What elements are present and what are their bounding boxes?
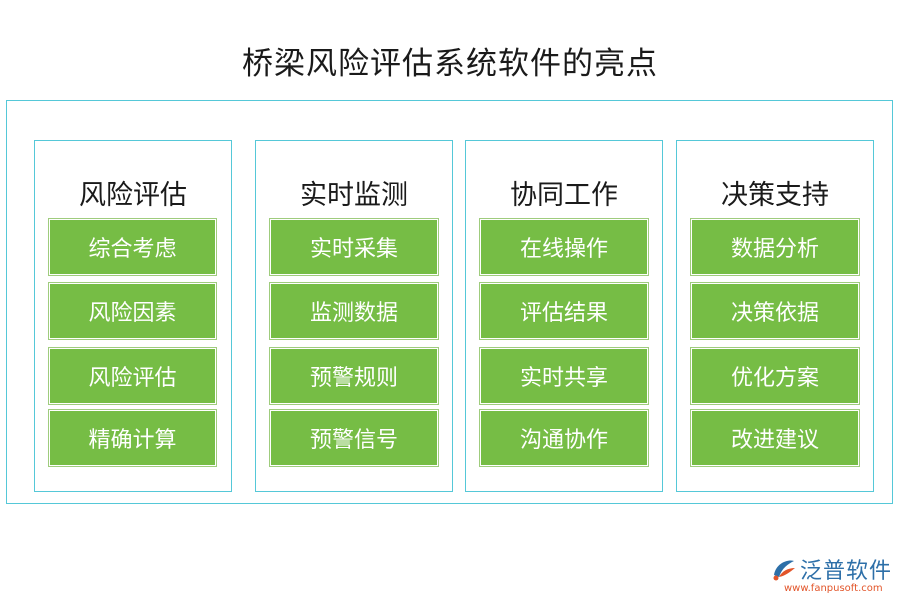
logo-url: www.fanpusoft.com [784,583,883,594]
column-risk-assessment: 风险评估 [34,140,232,492]
logo-text: 泛普软件 [800,559,893,584]
feature-box: 决策依据 [692,284,858,338]
column-heading: 决策支持 [721,180,829,211]
column-heading: 协同工作 [510,180,618,211]
column-heading: 风险评估 [79,180,187,211]
logo-mark-icon [773,560,795,581]
feature-box: 沟通协作 [481,411,647,465]
page-title: 桥梁风险评估系统软件的亮点 [242,46,658,82]
brand-logo: 泛普软件 www.fanpusoft.com [770,553,894,599]
feature-box: 精确计算 [50,411,215,465]
feature-box: 实时共享 [481,349,647,403]
feature-box: 风险因素 [50,284,215,338]
column-collaboration: 协同工作 [465,140,663,492]
feature-box: 评估结果 [481,284,647,338]
feature-box: 预警规则 [271,349,437,403]
column-real-time-monitoring: 实时监测 [255,140,453,492]
feature-box: 实时采集 [271,220,437,274]
feature-box: 优化方案 [692,349,858,403]
feature-box: 预警信号 [271,411,437,465]
column-heading: 实时监测 [300,180,408,211]
outer-frame [6,100,893,504]
column-decision-support: 决策支持 [676,140,874,492]
feature-box: 风险评估 [50,349,215,403]
feature-box: 在线操作 [481,220,647,274]
feature-box: 监测数据 [271,284,437,338]
feature-box: 改进建议 [692,411,858,465]
feature-box: 数据分析 [692,220,858,274]
feature-box: 综合考虑 [50,220,215,274]
